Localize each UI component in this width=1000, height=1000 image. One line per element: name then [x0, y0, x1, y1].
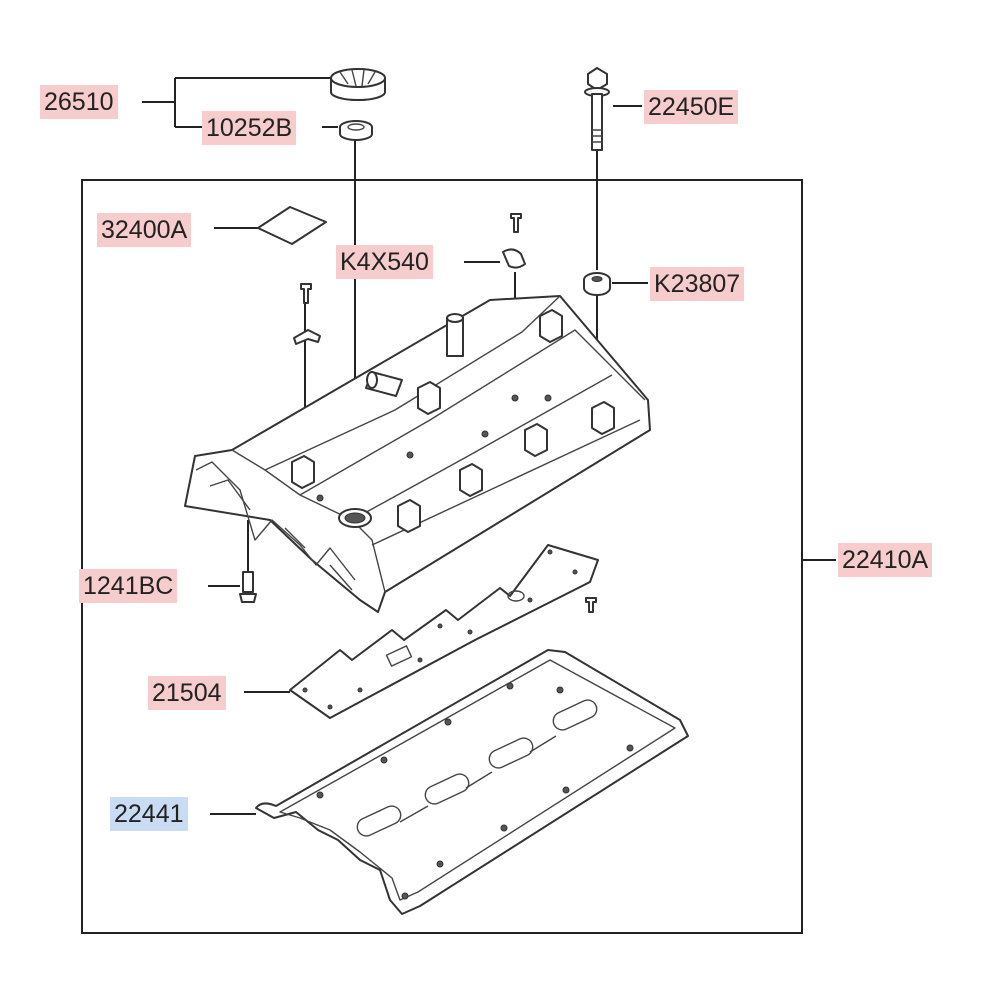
callout-32400A[interactable]: 32400A: [97, 213, 192, 247]
grommet: [583, 272, 611, 296]
callout-10252B[interactable]: 10252B: [202, 111, 297, 145]
baffle-plate: [289, 544, 599, 719]
label-plate: [257, 206, 327, 245]
callout-K23807[interactable]: K23807: [650, 267, 745, 301]
oil-filler-cap: [330, 68, 386, 101]
callout-1241BC[interactable]: 1241BC: [79, 569, 178, 603]
valve-cover: [184, 295, 651, 613]
cap-gasket: [339, 120, 373, 141]
callout-K4X540[interactable]: K4X540: [336, 245, 433, 279]
callout-22410A[interactable]: 22410A: [838, 543, 933, 577]
callout-21504[interactable]: 21504: [148, 676, 226, 710]
callout-22441[interactable]: 22441: [110, 797, 188, 831]
callout-26510[interactable]: 26510: [40, 85, 118, 119]
small-screws: [239, 213, 597, 613]
callout-22450E[interactable]: 22450E: [644, 90, 739, 124]
cover-gasket: [255, 649, 689, 915]
assembly-frame: [81, 179, 803, 934]
long-bolt: [584, 67, 610, 151]
